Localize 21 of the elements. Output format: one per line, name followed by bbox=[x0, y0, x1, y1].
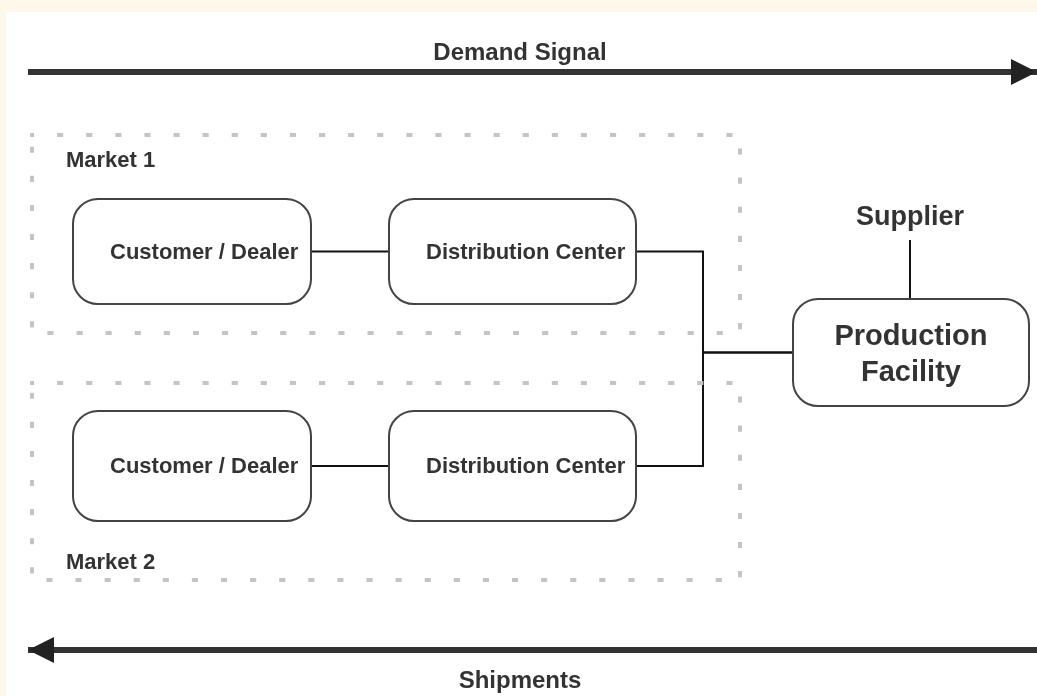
box-label: Distribution Center bbox=[426, 237, 626, 266]
region-title: Market 1 bbox=[66, 147, 156, 173]
flow-label: Demand Signal bbox=[433, 38, 607, 66]
process-box bbox=[792, 298, 1030, 407]
market-region bbox=[30, 381, 742, 582]
process-box bbox=[388, 198, 637, 305]
market-region bbox=[30, 133, 742, 335]
process-box bbox=[72, 410, 312, 522]
box-label: Distribution Center bbox=[426, 452, 626, 480]
box-label: Customer / Dealer bbox=[110, 237, 299, 266]
box-label: Customer / Dealer bbox=[110, 452, 299, 480]
process-box bbox=[72, 198, 312, 305]
connector-line bbox=[311, 250, 389, 253]
connector-line bbox=[311, 465, 389, 467]
node-label: Supplier bbox=[856, 200, 964, 232]
flow-label: Shipments bbox=[458, 666, 582, 694]
region-title: Market 2 bbox=[66, 549, 156, 575]
process-box bbox=[388, 410, 637, 522]
connector-line bbox=[636, 351, 793, 467]
connector-line bbox=[909, 239, 911, 299]
box-label: Production Facility bbox=[833, 317, 989, 389]
